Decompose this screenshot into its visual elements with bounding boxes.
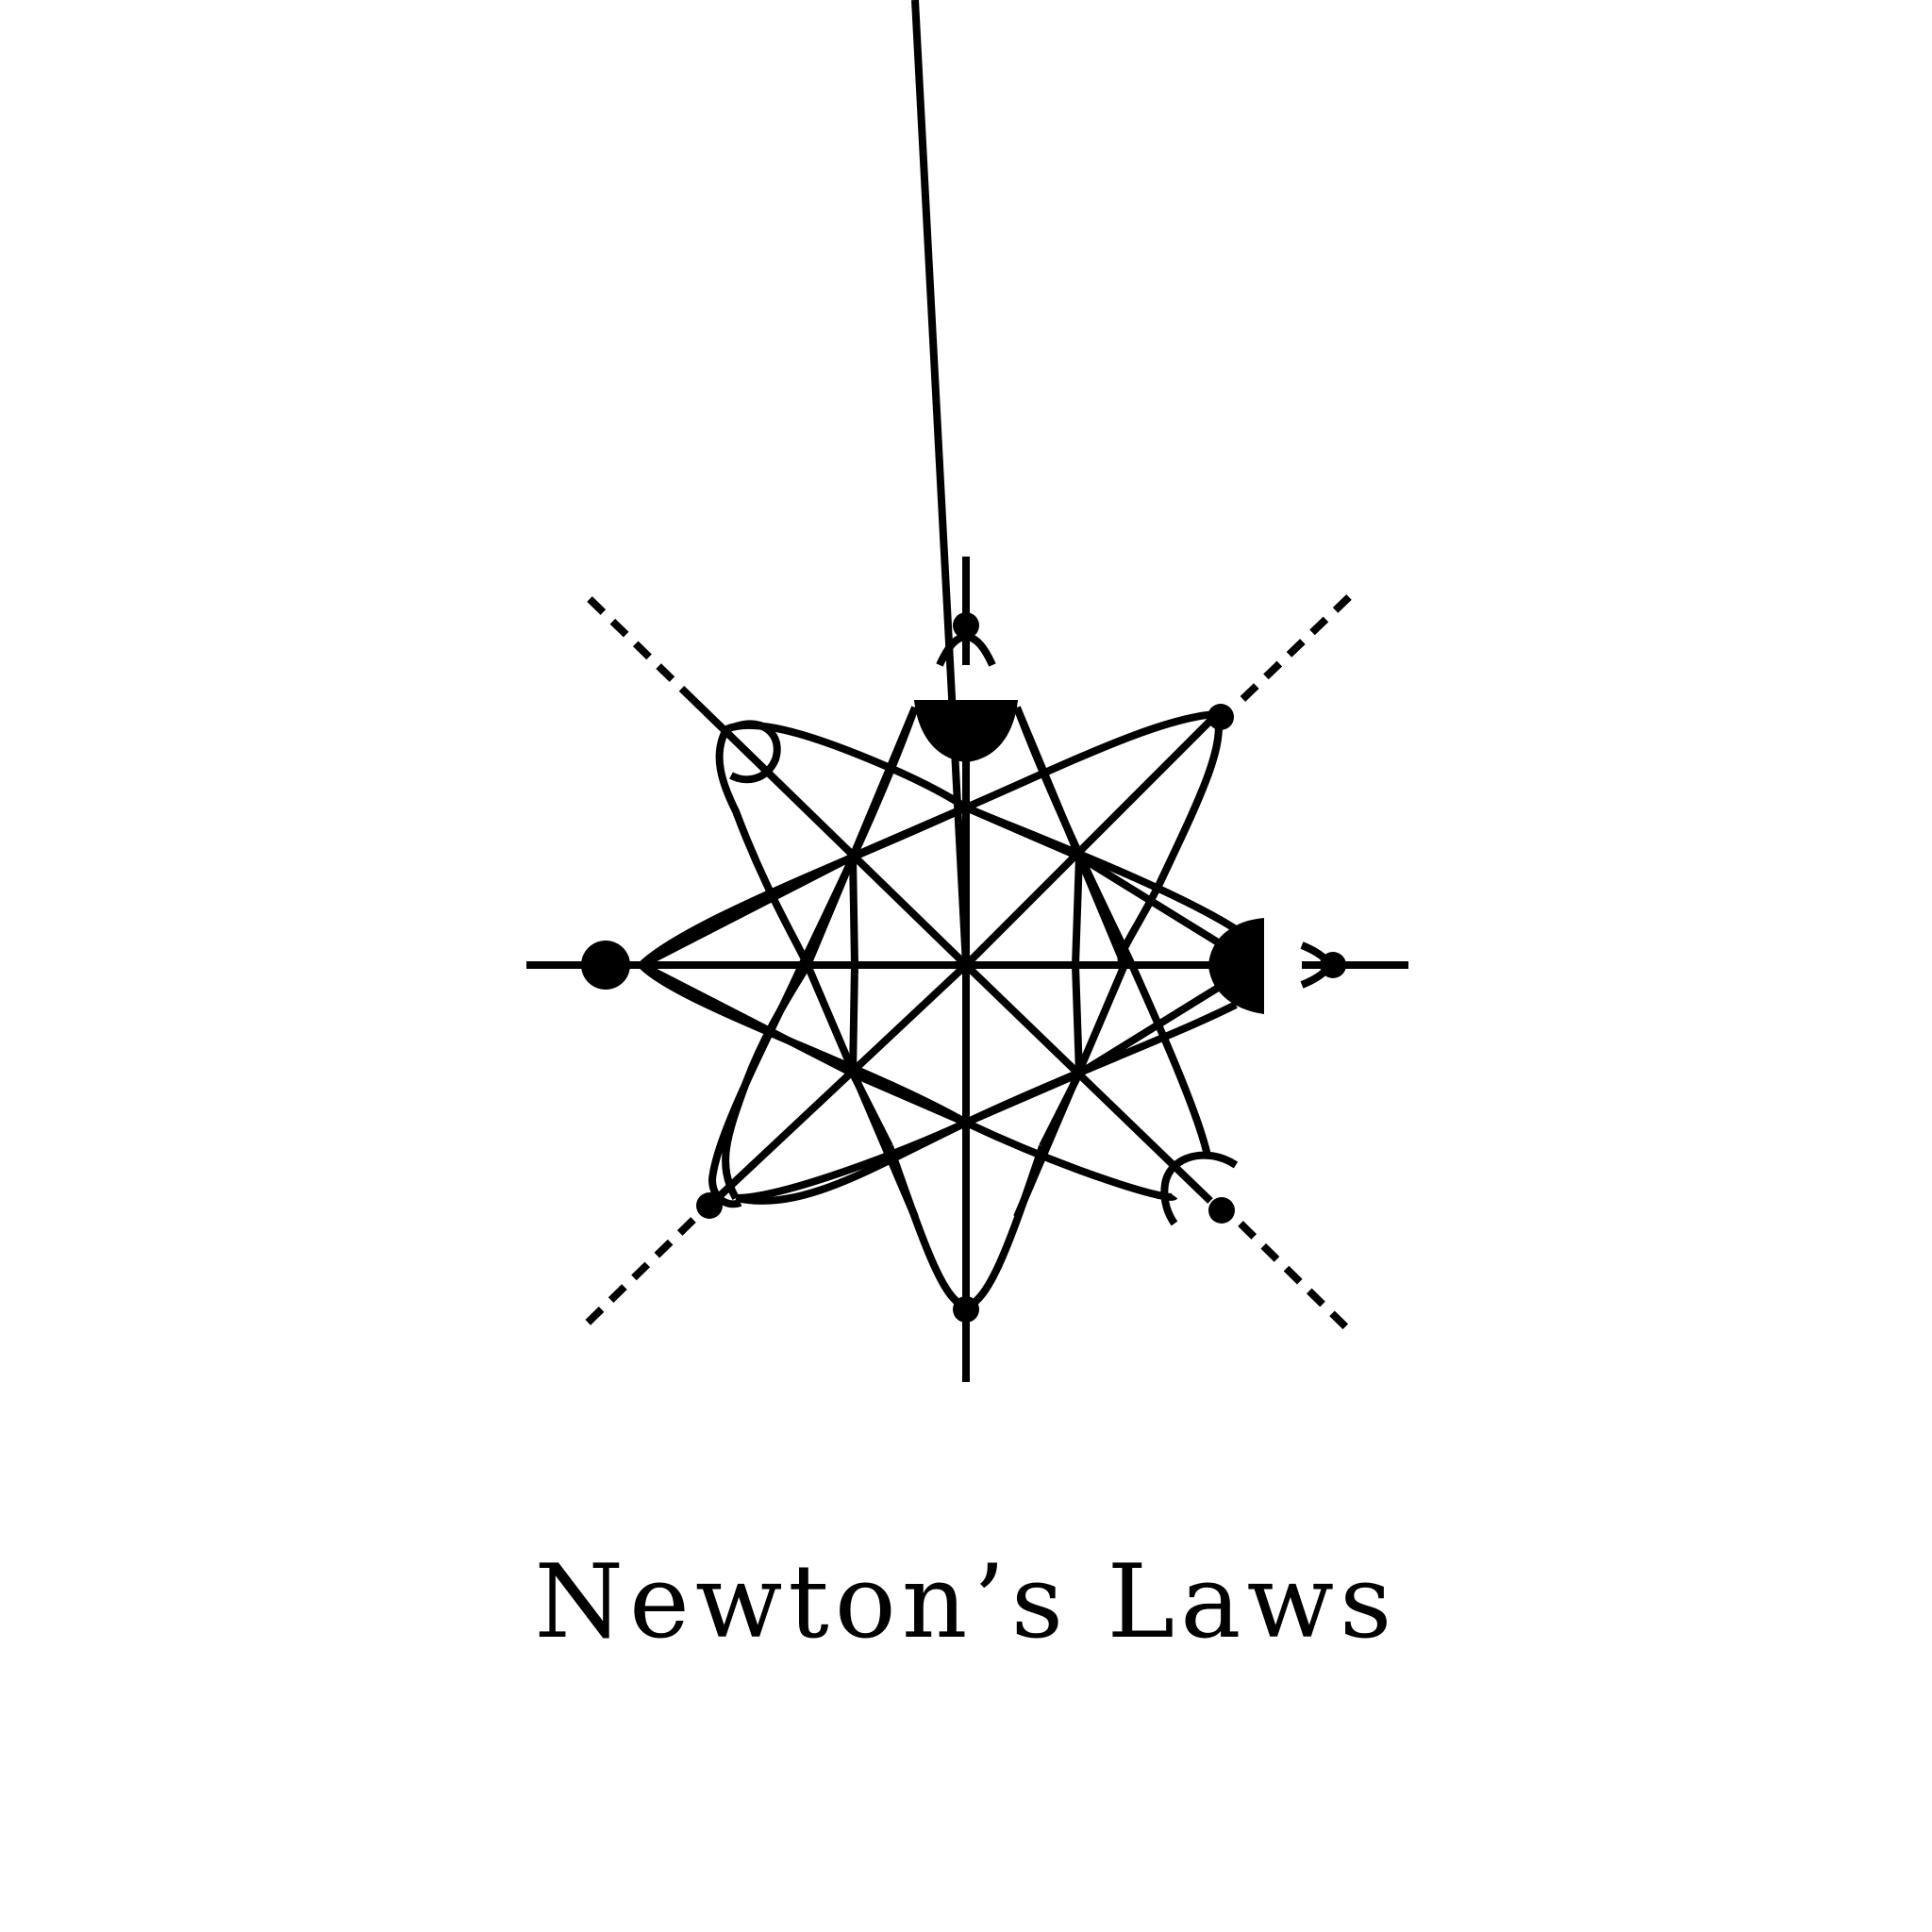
- loop-nw: [729, 720, 781, 784]
- arc-top: [936, 632, 996, 667]
- node-left: [581, 941, 630, 990]
- half-disc-top: [914, 700, 1018, 762]
- node-ne: [1208, 704, 1234, 730]
- axis-diagonal-sw: [707, 962, 969, 1208]
- arc-right: [1300, 941, 1335, 989]
- hook-se: [1160, 1151, 1239, 1226]
- node-sw: [696, 1192, 723, 1219]
- caption-title: Newton’s Laws: [534, 1543, 1398, 1661]
- node-bottom: [953, 1296, 979, 1323]
- node-top: [953, 612, 979, 639]
- orbit-tilted-ne: [638, 710, 1223, 1205]
- dashed-diagonals: [582, 594, 1352, 1331]
- node-se: [1208, 1197, 1235, 1224]
- axis-diagonal-se: [963, 962, 1213, 1204]
- axis-diagonal-ne: [963, 711, 1220, 968]
- orbit-tilted-nw: [715, 721, 1239, 1202]
- half-disc-right: [1208, 918, 1264, 1014]
- axis-diagonal-nw: [691, 697, 969, 968]
